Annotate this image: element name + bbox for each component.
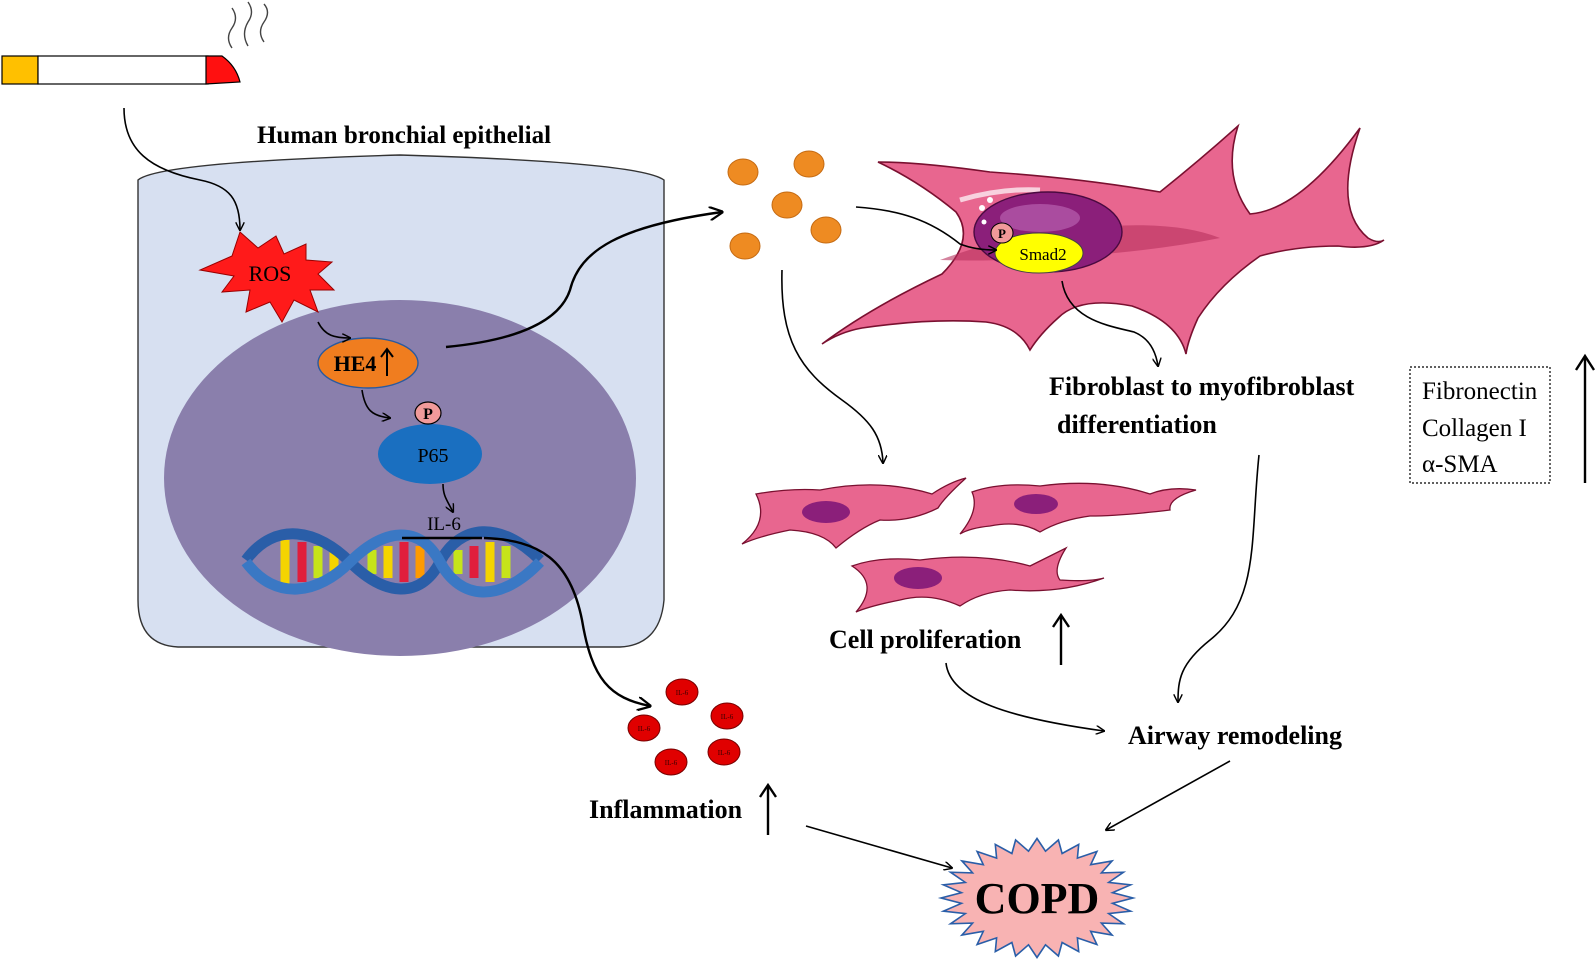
smad2-phospho-label: P bbox=[998, 226, 1006, 241]
inflammation-label: Inflammation bbox=[589, 795, 743, 824]
phospho-label: P bbox=[423, 406, 433, 423]
smad2-phospho-badge bbox=[990, 222, 1014, 244]
marker-fibronectin: Fibronectin bbox=[1422, 378, 1538, 405]
up-arrow-icon bbox=[759, 782, 777, 835]
dna-helix-icon bbox=[241, 526, 544, 598]
svg-text:IL-6: IL-6 bbox=[638, 725, 651, 733]
airway-remodeling-label: Airway remodeling bbox=[1128, 721, 1342, 750]
il6-dot: IL-6 bbox=[707, 738, 741, 766]
up-arrow-icon bbox=[1052, 612, 1070, 665]
arrow-airway-to-copd bbox=[1106, 760, 1231, 830]
cigarette-icon bbox=[1, 55, 241, 85]
arrow-smoke-to-ros bbox=[123, 107, 240, 230]
he4-label: HE4 bbox=[334, 351, 377, 376]
il6-dots: IL-6 IL-6 IL-6 IL-6 IL-6 bbox=[627, 678, 744, 776]
fibroblast-small-2 bbox=[959, 482, 1197, 535]
il6-dot: IL-6 bbox=[710, 702, 744, 730]
cell-title: Human bronchial epithelial bbox=[257, 122, 551, 149]
he4-node: HE4 bbox=[317, 337, 419, 389]
p65-node: P65 P bbox=[378, 401, 482, 484]
phospho-badge bbox=[414, 401, 442, 425]
arrow-il6-secretion bbox=[483, 536, 650, 706]
arrow-inflammation-to-copd bbox=[805, 825, 952, 868]
cell-proliferation-label: Cell proliferation bbox=[829, 625, 1022, 654]
il6-gene-label: IL-6 bbox=[427, 514, 461, 535]
arrow-smad2-to-differentiation bbox=[1061, 280, 1158, 366]
fibroblast-large bbox=[821, 123, 1385, 355]
svg-text:IL-6: IL-6 bbox=[721, 713, 734, 721]
copd-burst: COPD bbox=[937, 837, 1137, 959]
il6-dot: IL-6 bbox=[627, 714, 661, 742]
p65-label: P65 bbox=[417, 445, 448, 467]
il6-dot: IL-6 bbox=[665, 678, 699, 706]
svg-text:IL-6: IL-6 bbox=[718, 749, 731, 757]
smoke-icon bbox=[227, 1, 269, 49]
secreted-he4-dots bbox=[727, 150, 842, 260]
fibro-diff-line1: Fibroblast to myofibroblast bbox=[1049, 372, 1355, 401]
arrow-ros-to-he4 bbox=[317, 321, 350, 338]
il6-dot: IL-6 bbox=[654, 748, 688, 776]
copd-label: COPD bbox=[975, 874, 1100, 923]
smad2-label: Smad2 bbox=[1019, 245, 1066, 264]
svg-text:IL-6: IL-6 bbox=[665, 759, 678, 767]
arrow-differentiation-to-airway bbox=[1178, 454, 1260, 702]
marker-asma: α-SMA bbox=[1422, 451, 1498, 478]
svg-text:IL-6: IL-6 bbox=[676, 689, 689, 697]
arrow-p65-to-il6 bbox=[442, 483, 453, 512]
fibroblast-small-1 bbox=[741, 477, 967, 549]
fibroblast-small-3 bbox=[850, 546, 1105, 613]
marker-collagen: Collagen I bbox=[1422, 415, 1527, 442]
ros-burst: ROS bbox=[198, 231, 336, 324]
up-arrow-icon bbox=[380, 347, 394, 376]
arrow-he4-to-smad2 bbox=[855, 206, 996, 250]
arrow-he4-to-p65 bbox=[361, 389, 390, 418]
arrow-proliferation-to-airway bbox=[945, 662, 1104, 731]
up-arrow-icon bbox=[1574, 353, 1596, 483]
ros-label: ROS bbox=[249, 261, 292, 286]
arrow-dots-to-proliferation bbox=[781, 269, 883, 463]
markers-box: Fibronectin Collagen I α-SMA bbox=[1409, 366, 1551, 484]
fibro-diff-line2: differentiation bbox=[1057, 410, 1217, 439]
arrow-he4-secretion bbox=[445, 212, 722, 349]
